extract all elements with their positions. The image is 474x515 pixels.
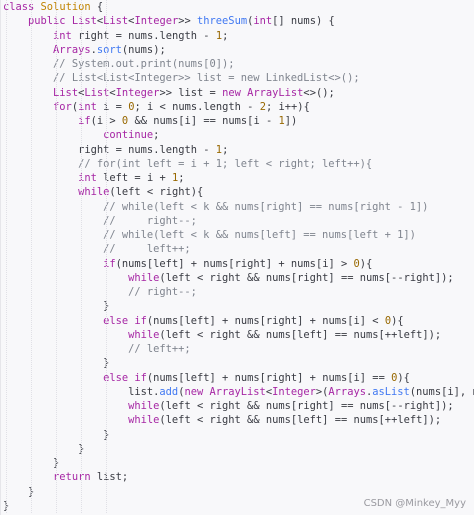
code-line: // System.out.print(nums[0]);	[53, 58, 235, 70]
code-line: // List<List<Integer>> list = new Linked…	[53, 72, 360, 85]
code-line: // left++;	[103, 243, 191, 256]
code-line: while(left < right){	[78, 186, 204, 199]
code-line: // while(left < k && nums[left] == nums[…	[103, 229, 416, 241]
indent-guide	[31, 0, 33, 513]
code-line: int left = i + 1;	[78, 172, 185, 184]
code-line: while(left < right && nums[left] == nums…	[128, 414, 442, 427]
indent-guide	[81, 0, 83, 513]
code-line: }	[28, 485, 35, 498]
code-line: }	[103, 428, 110, 441]
code-line: else if(nums[left] + nums[right] + nums[…	[103, 314, 404, 327]
code-line: right = nums.length - 1;	[78, 143, 229, 156]
code-line: List<List<Integer>> list = new ArrayList…	[53, 86, 335, 99]
code-line: if(nums[left] + nums[right] + nums[i] > …	[103, 257, 373, 270]
code-line: if(i > 0 && nums[i] == nums[i - 1])	[78, 115, 298, 127]
code-line: while(left < right && nums[right] == num…	[128, 400, 454, 412]
code-line: for(int i = 0; i < nums.length - 2; i++)…	[53, 100, 310, 113]
watermark: CSDN @Minkey_Myy	[363, 498, 466, 509]
indent-guide	[56, 0, 58, 513]
code-line: return list;	[53, 471, 129, 484]
indent-guide	[106, 0, 108, 513]
code-line: int right = nums.length - 1;	[53, 29, 229, 42]
code-line: }	[78, 442, 85, 455]
code-line: while(left < right && nums[right] == num…	[128, 271, 454, 284]
code-line: // for(int left = i + 1; left < right; l…	[78, 157, 373, 170]
code-line: }	[103, 357, 110, 370]
code-line: }	[103, 300, 110, 313]
code-line: while(left < right && nums[left] == nums…	[128, 328, 442, 341]
code-line: // left++;	[128, 343, 191, 355]
code-line: // right--;	[103, 214, 197, 227]
code-line: }	[53, 457, 60, 469]
indent-guide	[6, 0, 7, 513]
code-line: // while(left < k && nums[right] == nums…	[103, 200, 429, 213]
code-line: else if(nums[left] + nums[right] + nums[…	[103, 371, 410, 384]
code-line: public List<List<Integer>> threeSum(int[…	[28, 15, 335, 28]
code-line: // right--;	[128, 286, 197, 298]
code-line: continue;	[103, 129, 160, 142]
code-line: class Solution {	[3, 1, 104, 13]
code-line: list.add(new ArrayList<Integer>(Arrays.a…	[128, 385, 474, 398]
code-line: Arrays.sort(nums);	[53, 43, 166, 56]
